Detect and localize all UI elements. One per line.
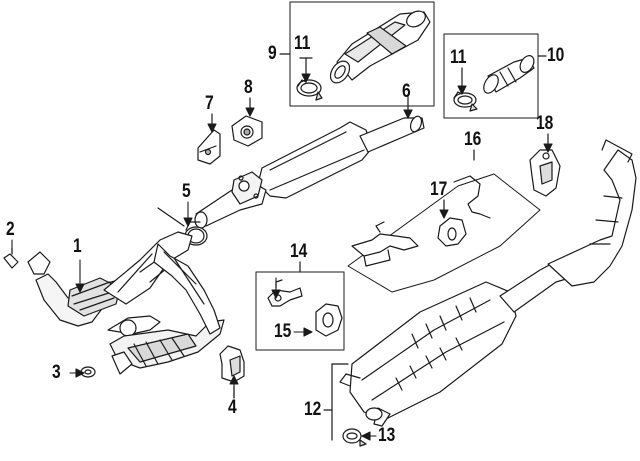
- extension-pipe-10: [483, 55, 535, 94]
- bracket-18: [529, 133, 561, 197]
- isolator-15: [315, 303, 343, 337]
- callout-13: 13: [378, 425, 396, 446]
- callout-4: 4: [228, 397, 237, 418]
- callout-17: 17: [430, 179, 448, 200]
- callout-8: 8: [244, 77, 253, 98]
- bracket-4: [219, 345, 245, 399]
- callout-2: 2: [6, 219, 15, 240]
- clamp-11-right: [453, 67, 478, 112]
- callout-11-right: 11: [450, 47, 467, 68]
- callout-16: 16: [464, 129, 482, 150]
- muffler-6: [257, 95, 425, 199]
- hanger-16: [351, 175, 491, 267]
- group-box-10: [443, 33, 547, 119]
- group-box-9: [279, 1, 435, 107]
- callout-18: 18: [536, 113, 554, 134]
- catalytic-converter-left: [27, 231, 193, 327]
- callout-6: 6: [402, 81, 411, 102]
- muffler-tailpipe-12: [339, 139, 637, 427]
- hanger-insulator-8: [231, 97, 263, 147]
- group-box-14: [255, 261, 345, 351]
- hanger-bracket-7: [197, 113, 221, 165]
- oxygen-sensor-2: [3, 247, 19, 269]
- callout-12: 12: [304, 399, 322, 420]
- callout-14: 14: [290, 241, 308, 262]
- callout-1: 1: [73, 236, 82, 257]
- leader-12: [323, 363, 349, 441]
- callout-3: 3: [52, 362, 61, 383]
- callout-5: 5: [182, 181, 191, 202]
- group-box-16: [347, 149, 541, 293]
- catalytic-converter-right: [107, 243, 225, 375]
- resonator-pipe: [329, 10, 431, 84]
- clamp-11-left: [296, 57, 323, 101]
- callout-11-left: 11: [294, 33, 311, 54]
- callout-15: 15: [274, 321, 292, 342]
- callout-7: 7: [205, 93, 214, 114]
- front-pipe-flange: [194, 171, 267, 229]
- isolator-17: [437, 199, 467, 247]
- clamp-13: [342, 428, 367, 447]
- callout-9: 9: [268, 43, 277, 64]
- callout-10: 10: [547, 45, 565, 66]
- leader-lines: [11, 73, 553, 441]
